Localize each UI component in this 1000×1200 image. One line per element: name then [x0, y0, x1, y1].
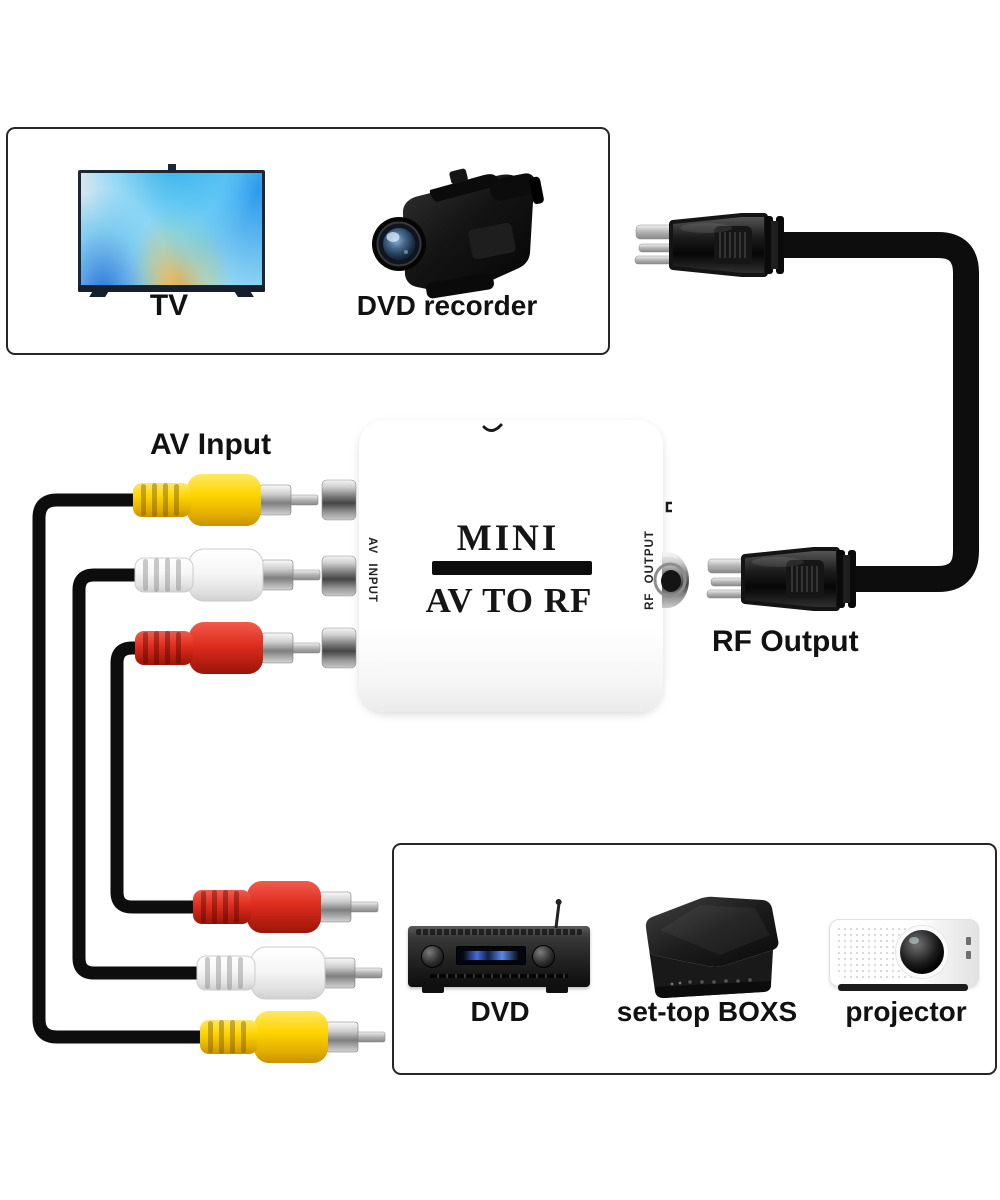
rca-plug-red-bottom	[193, 881, 379, 933]
coax-cable	[784, 232, 979, 592]
cables	[32, 232, 979, 1044]
av-input-port-label: AV INPUT	[366, 537, 378, 603]
rca-plug-white-top	[134, 548, 321, 602]
dvd-label: DVD	[470, 996, 530, 1027]
jack-audio-r	[321, 627, 357, 669]
converter-brand-text: MINI	[456, 518, 560, 559]
tv-camera-icon	[167, 164, 176, 172]
projector-lens-icon	[896, 926, 948, 978]
rca-plug-yellow-bottom	[200, 1011, 386, 1063]
tv-label: TV	[149, 289, 189, 322]
receiver-knob-right	[532, 945, 555, 968]
rf-plug-bottom	[707, 550, 856, 608]
tv-foot-right	[234, 291, 254, 297]
jack-video	[321, 479, 357, 521]
audio-cable-red	[110, 641, 198, 914]
projector-label: projector	[845, 996, 967, 1027]
receiver-buttons	[430, 974, 568, 978]
tv-stand-bar	[78, 286, 265, 292]
projector-image	[829, 919, 979, 991]
settop-label: set-top BOXS	[616, 996, 798, 1027]
source-devices-box	[392, 843, 997, 1075]
jack-audio-l	[321, 555, 357, 597]
rf-output-port-label: RF OUTPUT	[644, 530, 656, 610]
converter-top-mark-icon	[482, 423, 503, 432]
video-cable-yellow	[32, 493, 205, 1044]
tv-image	[78, 164, 265, 297]
camcorder-image	[372, 168, 544, 299]
av-input-callout: AV Input	[150, 428, 272, 461]
output-devices-box	[6, 127, 610, 355]
rca-plug-red-top	[135, 622, 321, 674]
rca-plug-white-bottom	[196, 946, 383, 1000]
rf-output-callout: RF Output	[712, 625, 859, 658]
receiver-display	[456, 946, 526, 965]
dvd-recorder-label: DVD recorder	[356, 290, 538, 321]
settop-box-image	[645, 896, 779, 998]
rca-plug-yellow-top	[133, 474, 319, 526]
dvd-player-image	[408, 898, 590, 993]
converter-divider-bar	[432, 561, 592, 575]
converter-side-mark-icon	[665, 501, 672, 513]
receiver-knob-left	[421, 945, 444, 968]
audio-cable-white	[72, 568, 202, 980]
converter-product-text: AV TO RF	[425, 581, 593, 620]
rf-output-jack	[653, 552, 689, 608]
rf-plug-top	[635, 216, 784, 274]
av-input-jacks	[321, 479, 357, 669]
